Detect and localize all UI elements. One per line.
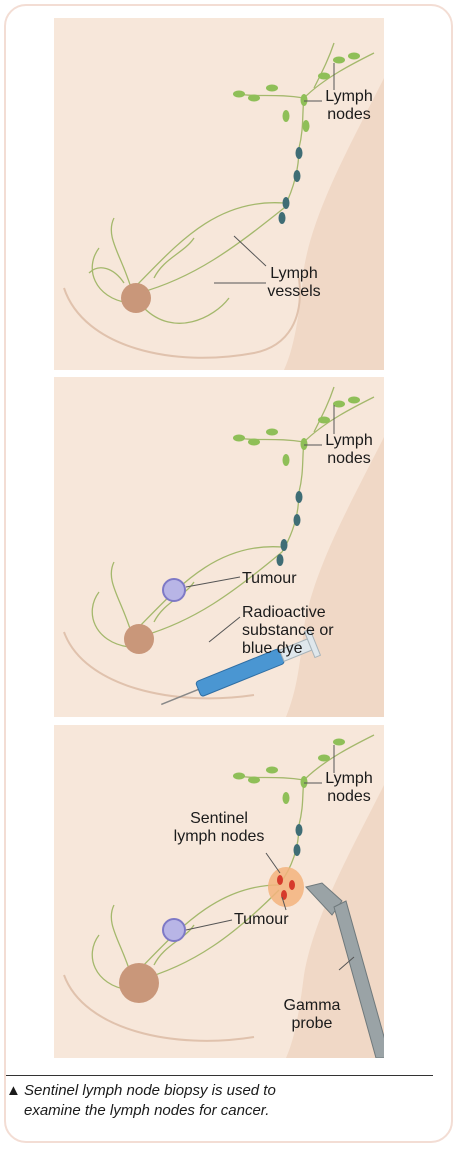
figure-caption: ▲Sentinel lymph node biopsy is used to e… — [6, 1081, 436, 1121]
tumour — [163, 919, 185, 941]
nipple — [124, 624, 154, 654]
caption-line-1: Sentinel lymph node biopsy is used to — [24, 1082, 276, 1099]
caption-triangle-icon: ▲ — [6, 1081, 24, 1101]
sentinel-node-glow — [268, 867, 304, 907]
nipple — [119, 963, 159, 1003]
caption-line-2: examine the lymph nodes for cancer. — [6, 1101, 436, 1121]
injection-illustration — [54, 377, 384, 717]
label-tumour: Tumour — [242, 570, 297, 588]
caption-divider — [6, 1075, 433, 1076]
tumour — [163, 579, 185, 601]
nipple — [121, 283, 151, 313]
label-tumour: Tumour — [234, 911, 289, 929]
breast-anatomy-illustration — [54, 18, 384, 370]
